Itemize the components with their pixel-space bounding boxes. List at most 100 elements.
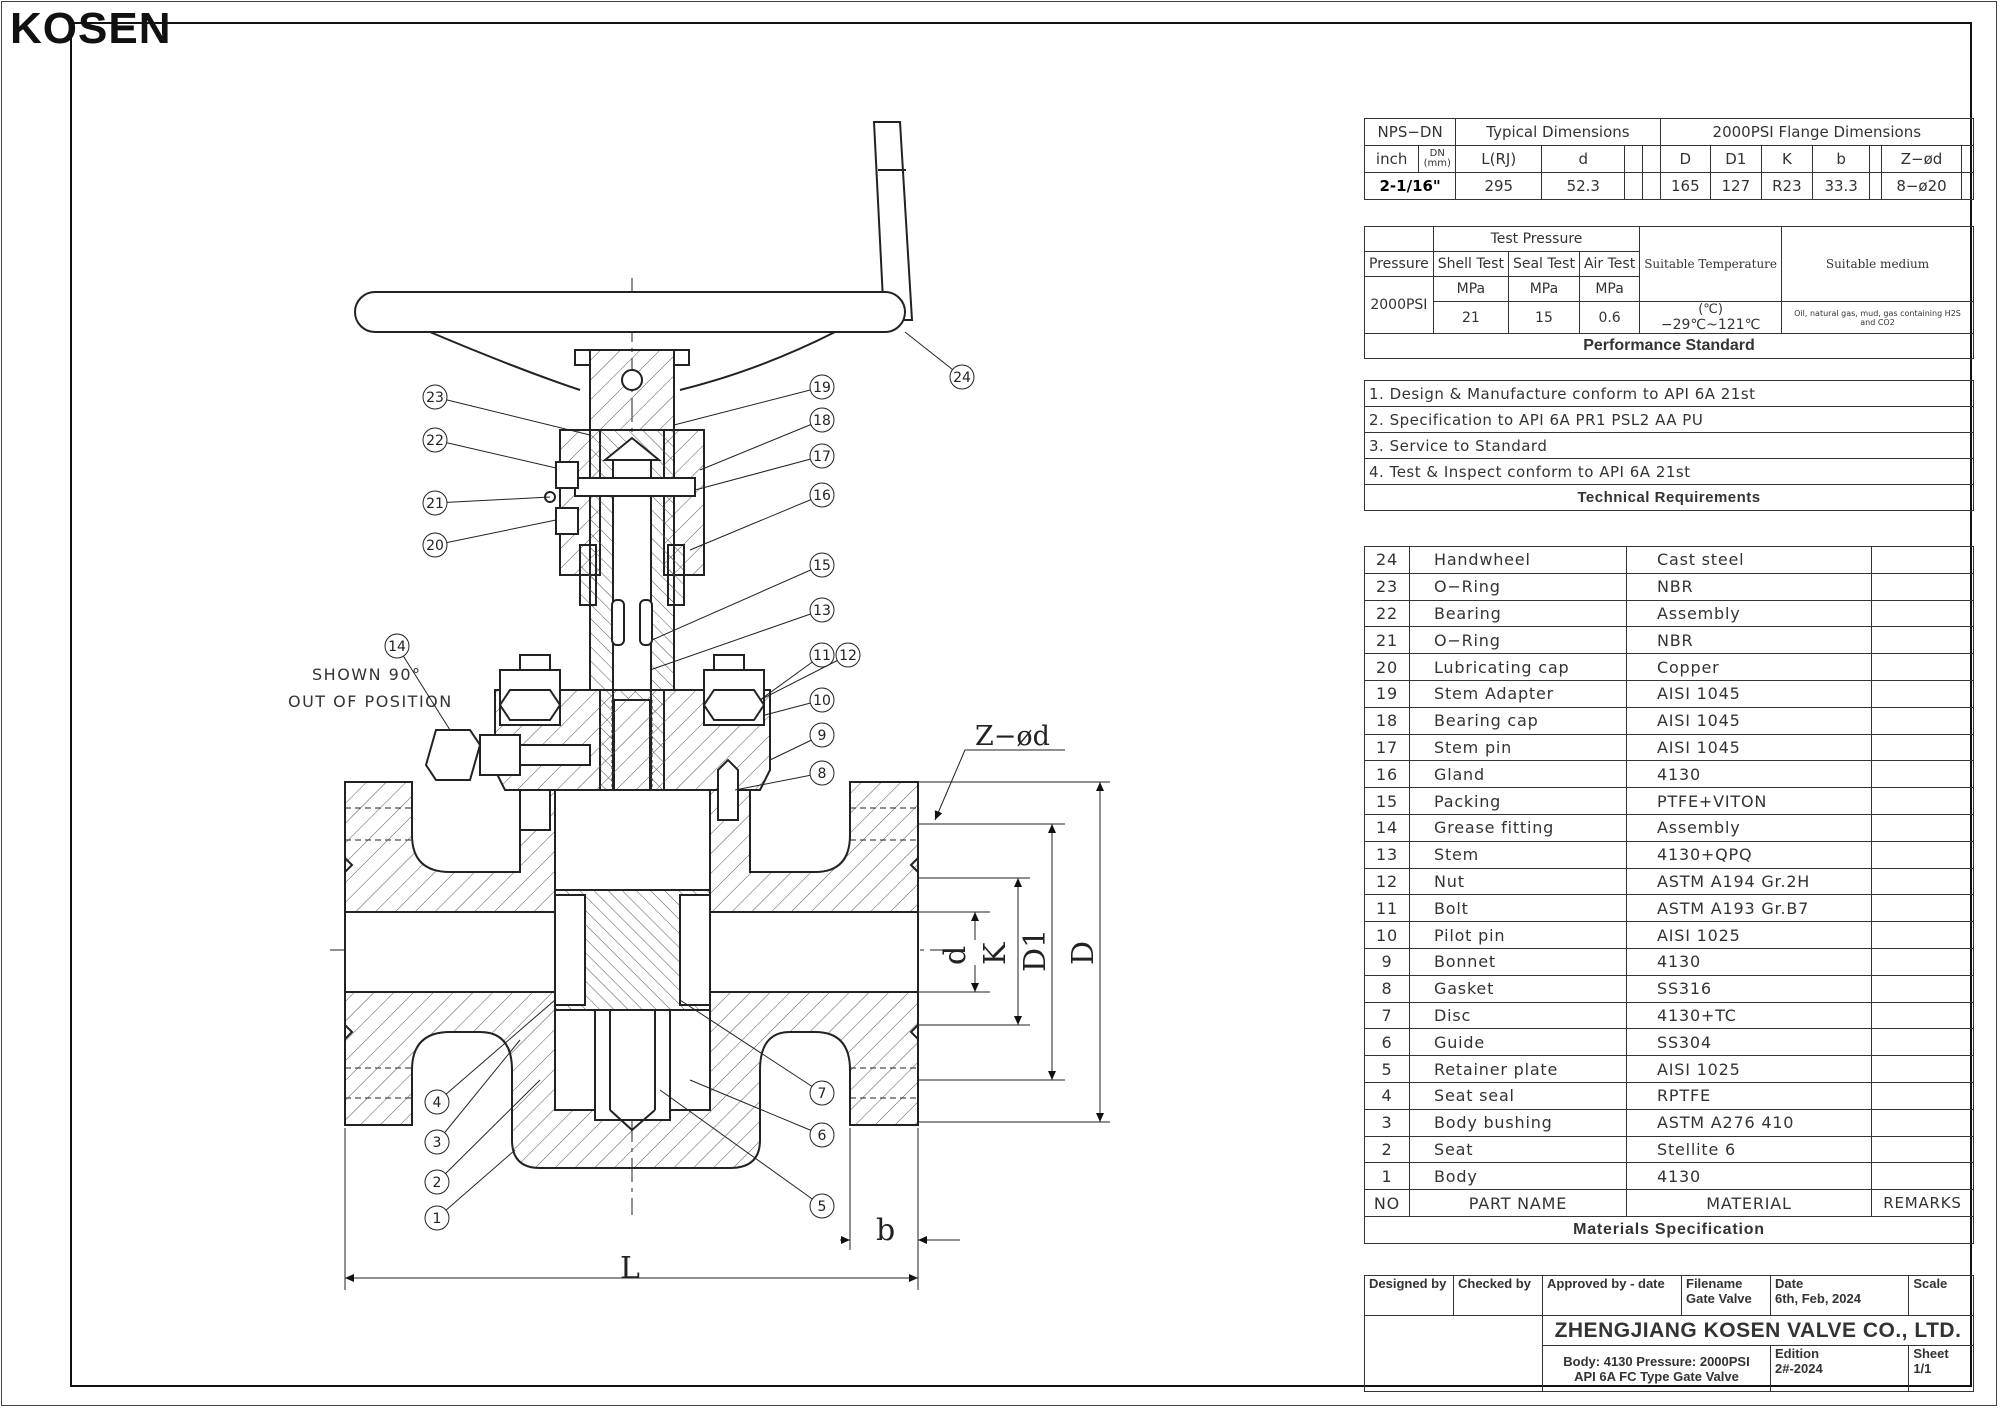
balloon-5: 5 bbox=[659, 1089, 835, 1219]
unit: MPa bbox=[1432, 276, 1509, 302]
balloon-label: 10 bbox=[813, 693, 831, 709]
balloon-label: 19 bbox=[813, 380, 831, 396]
balloon-circle bbox=[422, 427, 448, 453]
technical-table: 1. Design & Manufacture conform to API 6… bbox=[1364, 380, 1974, 511]
part-remarks bbox=[1871, 1001, 1974, 1030]
filename-label: Filename bbox=[1686, 1276, 1743, 1291]
edition-value: 2#-2024 bbox=[1775, 1361, 1823, 1376]
leader-line bbox=[436, 1039, 521, 1143]
test-pressure: Test Pressure bbox=[1432, 226, 1641, 252]
leader-line bbox=[689, 1079, 823, 1136]
title-block: Designed by Checked by Approved by - dat… bbox=[1364, 1275, 1974, 1392]
dim-b: b bbox=[876, 1213, 895, 1248]
blank bbox=[1364, 1315, 1543, 1392]
hdr-K: K bbox=[1760, 145, 1814, 173]
balloon-circle bbox=[809, 374, 835, 400]
scale: Scale bbox=[1908, 1275, 1974, 1316]
blank bbox=[1960, 145, 1975, 173]
part-remarks bbox=[1871, 947, 1974, 976]
balloon-label: 6 bbox=[818, 1128, 827, 1144]
body-spec: Body: 4130 Pressure: 2000PSI bbox=[1563, 1353, 1750, 1369]
materials-caption: Materials Specification bbox=[1364, 1215, 1974, 1244]
leader-line bbox=[673, 386, 823, 426]
leader-line bbox=[651, 564, 823, 641]
part-remarks bbox=[1871, 572, 1974, 601]
tech-item: 2. Specification to API 6A PR1 PSL2 AA P… bbox=[1364, 406, 1974, 433]
balloon-23: 23 bbox=[422, 384, 591, 436]
part-no: 2 bbox=[1364, 1135, 1410, 1164]
dim-L: L bbox=[620, 1251, 640, 1286]
part-remarks bbox=[1871, 787, 1974, 815]
part-name: Gasket bbox=[1409, 974, 1627, 1003]
part-remarks bbox=[1871, 706, 1974, 735]
balloon-label: 17 bbox=[813, 449, 831, 465]
balloon-label: 9 bbox=[818, 728, 827, 744]
balloon-label: 20 bbox=[426, 538, 444, 554]
hdr-part-name: PART NAME bbox=[1409, 1189, 1627, 1217]
leader-line bbox=[436, 999, 556, 1103]
part-no: 1 bbox=[1364, 1162, 1410, 1191]
hdr-typical: Typical Dimensions bbox=[1455, 118, 1661, 146]
psi: 2000PSI bbox=[1364, 276, 1434, 334]
sheet-label: Sheet bbox=[1913, 1346, 1949, 1361]
balloon-19: 19 bbox=[673, 374, 835, 426]
part-name: Seat bbox=[1409, 1135, 1627, 1164]
balloon-9: 9 bbox=[769, 722, 835, 761]
leader-line bbox=[436, 1149, 516, 1219]
part-material: NBR bbox=[1626, 572, 1872, 601]
balloon-circle bbox=[835, 642, 861, 668]
balloon-15: 15 bbox=[651, 552, 835, 641]
balloon-label: 12 bbox=[839, 648, 857, 664]
balloon-label: 14 bbox=[388, 639, 406, 655]
dimensions-table: NPS−DN Typical Dimensions 2000PSI Flange… bbox=[1363, 118, 1975, 200]
company-name: ZHENGJIANG KOSEN VALVE CO., LTD. bbox=[1542, 1315, 1974, 1346]
part-remarks bbox=[1871, 626, 1974, 655]
balloon-circle bbox=[809, 1122, 835, 1148]
part-name: Lubricating cap bbox=[1409, 653, 1627, 681]
note-line-1: SHOWN 90° bbox=[312, 665, 422, 684]
balloon-circle bbox=[809, 642, 835, 668]
leader-line bbox=[434, 496, 551, 504]
kosen-logo: KOSEN bbox=[10, 4, 172, 53]
balloon-label: 4 bbox=[433, 1095, 442, 1111]
blank bbox=[1624, 172, 1643, 200]
part-no: 18 bbox=[1364, 706, 1410, 735]
part-material: 4130 bbox=[1626, 760, 1872, 789]
filename-value: Gate Valve bbox=[1686, 1291, 1752, 1306]
dim-D1: D1 bbox=[1018, 929, 1053, 972]
part-material: 4130+TC bbox=[1626, 1001, 1872, 1030]
balloon-11: 11 bbox=[759, 642, 835, 701]
leader-line bbox=[694, 455, 823, 491]
part-remarks bbox=[1871, 894, 1974, 923]
part-remarks bbox=[1871, 599, 1974, 628]
part-no: 4 bbox=[1364, 1081, 1410, 1110]
leader-line bbox=[759, 654, 823, 701]
performance-table: Test Pressure Suitable Temperature Suita… bbox=[1364, 226, 1974, 359]
hdr-D: D bbox=[1659, 145, 1712, 173]
hdr-l: L(RJ) bbox=[1455, 145, 1543, 173]
part-no: 23 bbox=[1364, 572, 1410, 601]
part-name: Bearing cap bbox=[1409, 706, 1627, 735]
part-no: 12 bbox=[1364, 867, 1410, 896]
designed-by: Designed by bbox=[1364, 1275, 1454, 1316]
air-test: Air Test bbox=[1578, 251, 1641, 277]
part-no: 5 bbox=[1364, 1055, 1410, 1083]
leader-line bbox=[436, 1079, 541, 1183]
hdr-z: Z−ød bbox=[1881, 145, 1962, 173]
tech-item: 4. Test & Inspect conform to API 6A 21st bbox=[1364, 458, 1974, 485]
part-material: PTFE+VITON bbox=[1626, 787, 1872, 815]
balloon-label: 8 bbox=[818, 766, 827, 782]
leader-line bbox=[689, 494, 823, 551]
checked-by: Checked by bbox=[1453, 1275, 1543, 1316]
unit: MPa bbox=[1578, 276, 1641, 302]
part-name: Disc bbox=[1409, 1001, 1627, 1030]
row-D1: 127 bbox=[1710, 172, 1762, 200]
